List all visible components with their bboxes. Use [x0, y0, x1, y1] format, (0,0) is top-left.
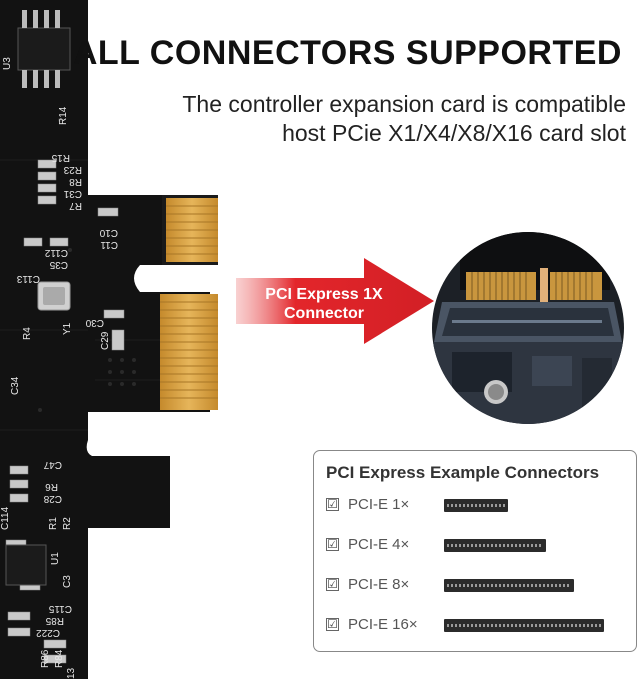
connector-row-x1: ☑ PCI-E 1× [326, 495, 626, 517]
pcb-label: C35 [49, 259, 68, 270]
connector-label: PCI-E 16× [348, 616, 418, 633]
pcb-label: C115 [48, 603, 72, 614]
checkbox-icon: ☑ [326, 617, 339, 631]
connector-row-x8: ☑ PCI-E 8× [326, 575, 626, 597]
pcb-label: Y1 [62, 322, 73, 335]
pcb-label: R15 [51, 152, 70, 163]
pcb-label: R86 [40, 649, 51, 668]
pcb-label: R85 [45, 615, 64, 626]
pcb-label: R2 [62, 517, 73, 530]
pcb-label: R14 [58, 106, 69, 125]
pcb-label: U3 [2, 57, 13, 70]
pcb-label: 13 [66, 667, 77, 679]
pcb-label: U1 [50, 552, 61, 565]
gold-fingers-bottom [160, 294, 218, 410]
pcb-label: C29 [100, 331, 111, 350]
pcb-label: C28 [43, 493, 62, 504]
pcb-label: C10 [99, 227, 118, 238]
checkbox-icon: ☑ [326, 577, 339, 591]
pcb-label: R4 [22, 327, 33, 340]
page-title: ALL CONNECTORS SUPPORTED [72, 34, 622, 72]
checkbox-icon: ☑ [326, 497, 339, 511]
connector-label: PCI-E 1× [348, 496, 410, 513]
pcb-label: R6 [45, 481, 58, 492]
connector-row-x4: ☑ PCI-E 4× [326, 535, 626, 557]
connectors-panel: PCI Express Example Connectors ☑ PCI-E 1… [313, 450, 637, 652]
arrow-label: PCI Express 1X Connector [240, 285, 408, 323]
pcie-x16-slot-icon [444, 619, 604, 632]
connectors-title: PCI Express Example Connectors [326, 463, 600, 482]
pcb-label: C113 [16, 273, 40, 284]
pcb-label: C30 [85, 317, 104, 328]
arrow-label-line-2: Connector [284, 305, 364, 322]
checkbox-icon: ☑ [326, 537, 339, 551]
pcb-label: R1 [48, 517, 59, 530]
connector-row-x16: ☑ PCI-E 16× [326, 615, 626, 637]
subtitle-line-2: host PCie X1/X4/X8/X16 card slot [282, 120, 626, 146]
pcb-label: C222 [36, 627, 60, 638]
arrow-right-icon [236, 258, 434, 344]
pcb-label: C47 [43, 459, 62, 470]
pcb-label: C114 [0, 506, 11, 530]
pcb-label: R8 [69, 176, 82, 187]
pcb-label: C31 [63, 188, 82, 199]
motherboard-slot-photo [432, 232, 624, 424]
pcb-label: C3 [62, 575, 73, 588]
pcb-label: R23 [63, 164, 82, 175]
pcb-label: R7 [69, 200, 82, 211]
pcie-x1-slot-icon [444, 499, 508, 512]
pcb-label: C112 [44, 247, 68, 258]
pcb-label: C11 [100, 239, 118, 250]
connector-label: PCI-E 4× [348, 536, 410, 553]
pcie-x8-slot-icon [444, 579, 574, 592]
gold-fingers-top [166, 198, 218, 262]
pcie-x4-slot-icon [444, 539, 546, 552]
pcb-label: C34 [10, 376, 21, 395]
subtitle-line-1: The controller expansion card is compati… [182, 91, 626, 117]
pcb-label: R84 [54, 649, 65, 668]
arrow-label-line-1: PCI Express 1X [265, 286, 383, 303]
connector-label: PCI-E 8× [348, 576, 410, 593]
